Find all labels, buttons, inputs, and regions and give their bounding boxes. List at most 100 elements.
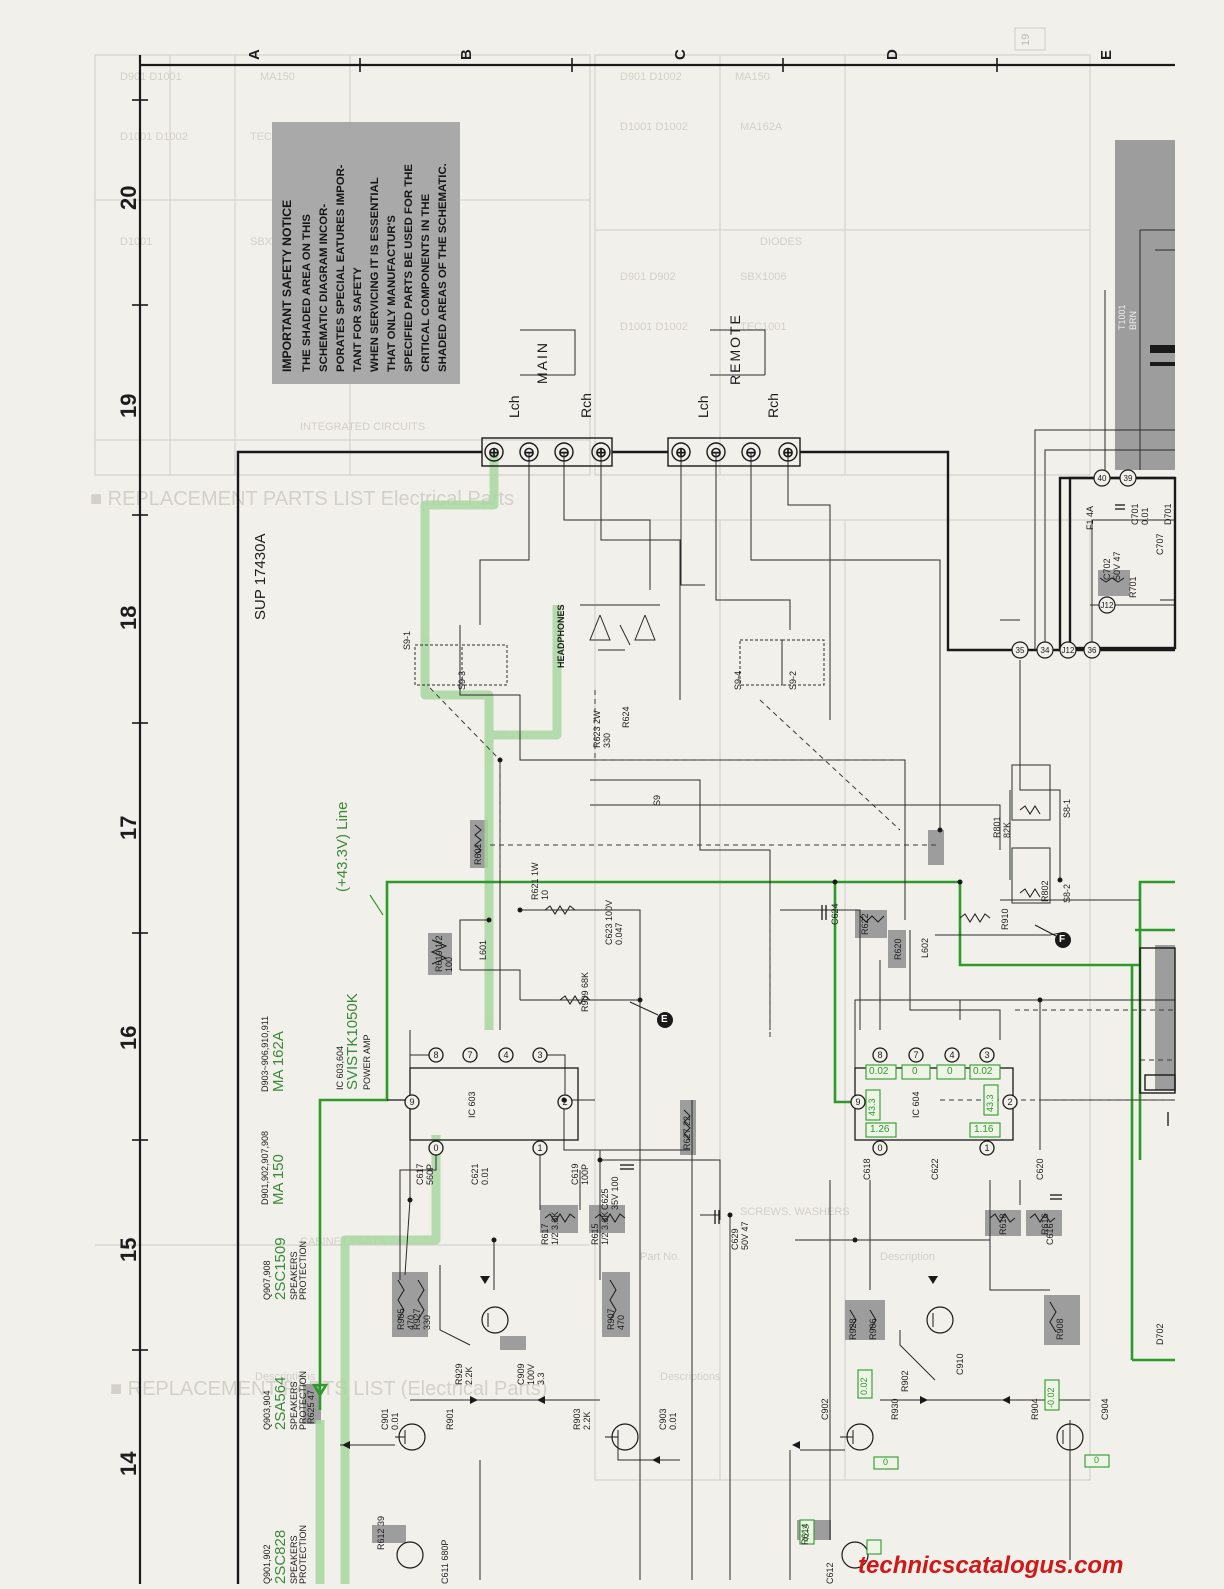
r601-label: R601: [473, 843, 483, 865]
c702-label: C702 50V 47: [1102, 551, 1122, 580]
s9-4-label: S9-4: [733, 670, 743, 690]
svg-text:2: 2: [1007, 1097, 1012, 1107]
ic603-label: IC 603: [467, 1091, 477, 1118]
svg-text:40: 40: [1098, 474, 1107, 483]
d701-label: D701: [1163, 503, 1173, 525]
main-label: MAIN: [534, 341, 550, 384]
svg-text:⊖: ⊖: [558, 444, 570, 460]
c623-label: C623 100V 0.047: [604, 899, 624, 945]
r619-label: R619 1/2 100: [434, 935, 454, 972]
grid-number-14: 14: [116, 1451, 141, 1476]
svg-text:0: 0: [877, 1143, 882, 1153]
s9-label: S9: [652, 794, 662, 806]
c617-label: C617 560P: [415, 1163, 435, 1185]
svg-text:D1001 D1002: D1001 D1002: [620, 321, 688, 333]
q903-part: 2SA564: [272, 1376, 289, 1430]
voltage-pin9: 43.3: [867, 1098, 877, 1116]
r624-label: R624: [621, 706, 631, 728]
c619-label: C619 100P: [570, 1163, 590, 1185]
c611-label: C611 680P: [440, 1539, 450, 1584]
r902-label: R902: [900, 1370, 910, 1392]
svg-text:4: 4: [503, 1050, 508, 1060]
safety-notice-line: THAT ONLY MANUFACTUR'S: [386, 215, 398, 372]
voltage-q906: -0.02: [1046, 1387, 1056, 1408]
main-rch-label: Rch: [578, 393, 594, 418]
svg-text:TEC1001: TEC1001: [740, 321, 786, 333]
grid-frame: [132, 55, 1175, 1584]
ic603-package: [387, 1047, 579, 1156]
wiring-dashed: [429, 687, 1175, 1101]
voltage-r614: 42.3: [801, 1524, 811, 1542]
svg-text:D1001: D1001: [120, 236, 152, 248]
c629-label: C629 50V 47: [730, 1221, 750, 1250]
q903-refs: Q903,904: [262, 1390, 272, 1430]
marker-e-f: [369, 894, 1071, 1028]
r801-label: R801 82K: [992, 816, 1012, 838]
transistor-leads: [395, 1313, 1064, 1444]
safety-notice-line: THE SHADED AREA ON THIS: [301, 214, 313, 372]
svg-text:Descriptions: Descriptions: [255, 1371, 316, 1383]
c707-label: C707: [1155, 533, 1165, 555]
speaker-terminal-block-main: [481, 437, 801, 467]
svg-text:⊖: ⊖: [710, 444, 722, 460]
svg-text:INTEGRATED CIRCUITS: INTEGRATED CIRCUITS: [300, 421, 425, 433]
svg-text:⊕: ⊕: [675, 444, 687, 460]
grid-number-18: 18: [116, 605, 141, 630]
svg-text:⊖: ⊖: [745, 444, 757, 460]
board-label: SUP 17430A: [252, 533, 269, 620]
svg-text:DIODES: DIODES: [760, 236, 802, 248]
r907-label: R907 470: [606, 1308, 626, 1330]
svg-text:⊕: ⊕: [782, 444, 794, 460]
s9-3-label: S9-3: [457, 670, 467, 690]
r906-label: R906: [868, 1318, 878, 1340]
headphones-label: HEADPHONES: [556, 604, 566, 668]
diode-part-1: MA 150: [270, 1154, 287, 1205]
diode-refs-2: D903~906,910,911: [260, 1015, 270, 1092]
svg-text:8: 8: [877, 1050, 882, 1060]
watermark: technicscatalogus.com: [858, 1552, 1124, 1579]
r621-label: R621 1W 10: [530, 862, 550, 900]
r908-label: R908: [1055, 1318, 1065, 1340]
s9-1-label: S9-1: [402, 630, 412, 650]
transistors: [396, 1306, 1084, 1569]
supply-line-label: (+43.3V) Line: [334, 801, 351, 892]
c624-label: C624: [830, 903, 840, 925]
remote-label: REMOTE: [727, 313, 743, 385]
svg-text:D1001 D1002: D1001 D1002: [120, 131, 188, 143]
r802-label: R802: [1040, 880, 1050, 902]
r622-label: R622: [860, 913, 870, 935]
q901-refs: Q901,902: [262, 1544, 272, 1584]
svg-text:1: 1: [537, 1143, 542, 1153]
r904-label: R904: [1030, 1398, 1040, 1420]
q901-part: 2SC828: [272, 1529, 289, 1584]
grid-number-15: 15: [116, 1237, 141, 1262]
d702-label: D702: [1155, 1323, 1165, 1345]
svg-text:J12: J12: [1062, 646, 1075, 655]
voltage-pin4: 0: [947, 1066, 953, 1077]
q907-part: 2SC1509: [272, 1237, 289, 1300]
r615-label: R615 1/2 3.3K: [590, 1211, 610, 1245]
svg-text:■ REPLACEMENT PARTS LIST (Elec: ■ REPLACEMENT PARTS LIST (Electrical Par…: [110, 1378, 547, 1400]
r928-label: R928: [848, 1318, 858, 1340]
svg-text:39: 39: [1124, 474, 1133, 483]
svg-text:D1001 D1002: D1001 D1002: [620, 121, 688, 133]
svg-text:D901 D1002: D901 D1002: [620, 71, 682, 83]
svg-text:7: 7: [913, 1050, 918, 1060]
brn-label: BRN: [1128, 310, 1138, 330]
main-lch-label: Lch: [506, 395, 522, 418]
remote-lch-label: Lch: [695, 395, 711, 418]
svg-text:Description: Description: [880, 1251, 935, 1263]
svg-text:MA150: MA150: [735, 71, 770, 83]
main-bracket: [520, 329, 766, 376]
transformer-bars: [1150, 345, 1175, 366]
r623-label: R623 2W 330: [592, 710, 612, 748]
svg-text:0: 0: [433, 1143, 438, 1153]
grid-letter-b: B: [458, 49, 475, 60]
svg-text:3: 3: [984, 1050, 989, 1060]
diode-refs-1: D901,902,907,908: [260, 1130, 270, 1205]
ic604-package: [850, 1047, 1018, 1156]
safety-notice-line: CRITICAL COMPONENTS IN THE: [420, 193, 432, 372]
svg-text:4: 4: [949, 1050, 954, 1060]
l602-label: L602: [920, 937, 930, 958]
